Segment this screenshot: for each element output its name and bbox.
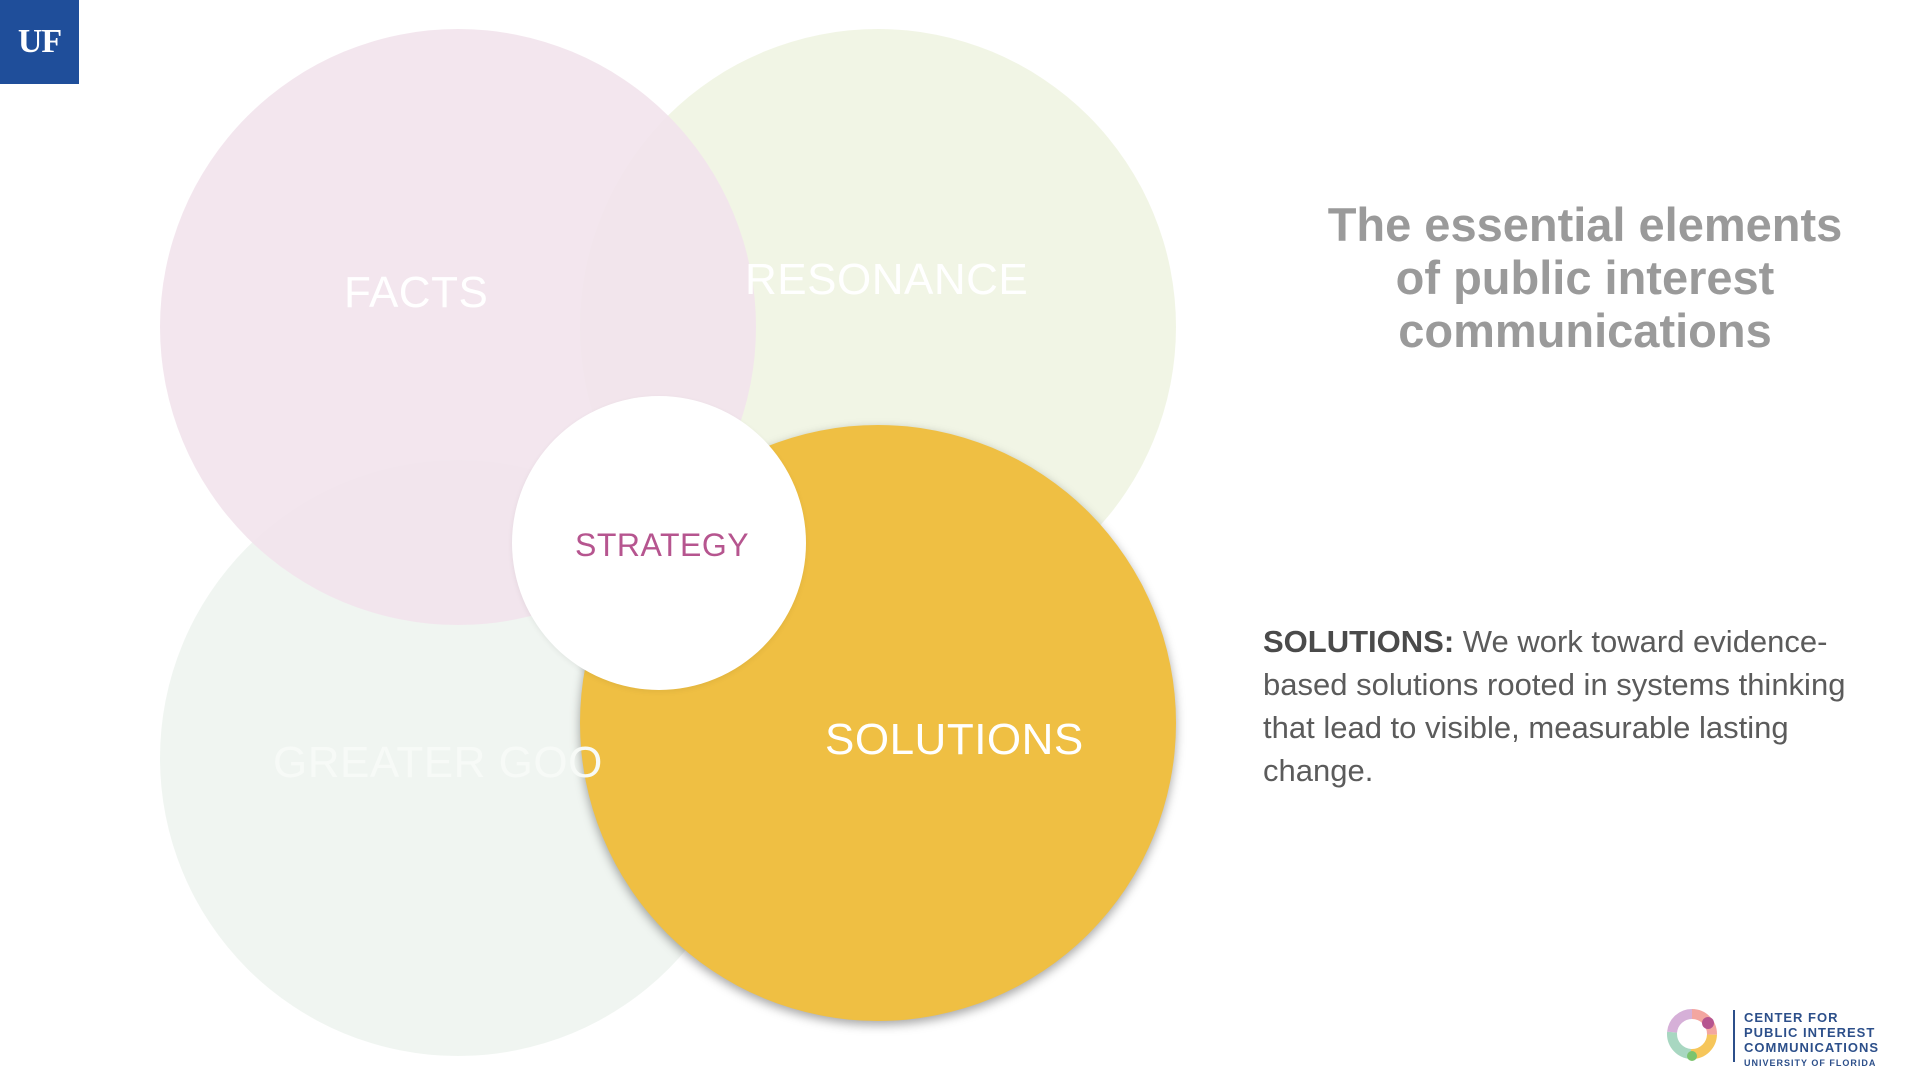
resonance-label: RESONANCE — [745, 255, 1029, 304]
strategy-circle — [512, 396, 806, 690]
uf-logo-text: UF — [17, 23, 62, 60]
greater-good-label: GREATER GOO — [273, 738, 603, 787]
ring-logo-icon — [1667, 1009, 1717, 1061]
logo-divider — [1733, 1010, 1735, 1062]
logo-line-2: PUBLIC INTEREST — [1744, 1025, 1876, 1040]
description-term: SOLUTIONS: — [1263, 624, 1455, 659]
solutions-label: SOLUTIONS — [825, 715, 1084, 764]
strategy-label: STRATEGY — [575, 527, 750, 563]
venn-diagram: FACTS RESONANCE GREATER GOO SOLUTIONS ST… — [160, 29, 1176, 1056]
solutions-description: SOLUTIONS: We work toward evidence-based… — [1263, 620, 1863, 792]
center-logo-text: CENTER FOR PUBLIC INTEREST COMMUNICATION… — [1744, 1010, 1879, 1071]
logo-line-3: COMMUNICATIONS — [1744, 1040, 1880, 1055]
uf-logo: UF — [0, 0, 79, 84]
description-text: We work toward evidence-based solutions … — [1263, 624, 1846, 788]
logo-line-1: CENTER FOR — [1744, 1010, 1839, 1025]
slide-title: The essential elements of public interes… — [1327, 198, 1843, 357]
facts-label: FACTS — [344, 268, 489, 317]
logo-line-4: UNIVERSITY OF FLORIDA — [1744, 1058, 1877, 1068]
center-logo: CENTER FOR PUBLIC INTEREST COMMUNICATION… — [1660, 1004, 1910, 1080]
